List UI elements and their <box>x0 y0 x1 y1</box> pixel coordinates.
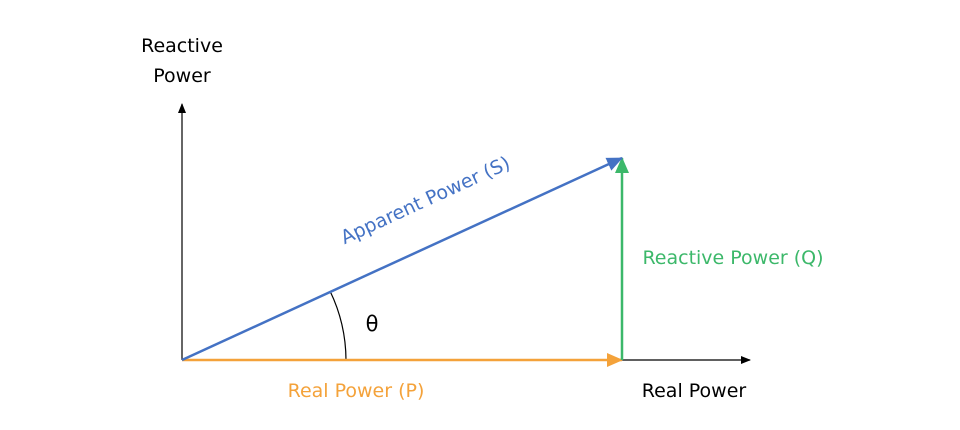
apparent-power-vector <box>181 156 623 362</box>
real-power-label: Real Power (P) <box>288 380 425 402</box>
angle-arc <box>329 290 347 361</box>
theta-symbol: θ <box>366 312 379 336</box>
y-axis-label-line1: Reactive <box>141 35 223 57</box>
apparent-power-label: Apparent Power (S) <box>337 152 513 249</box>
reactive-power-label: Reactive Power (Q) <box>642 247 823 269</box>
y-axis-label-line2: Power <box>153 65 211 87</box>
x-axis-label: Real Power <box>642 380 747 402</box>
